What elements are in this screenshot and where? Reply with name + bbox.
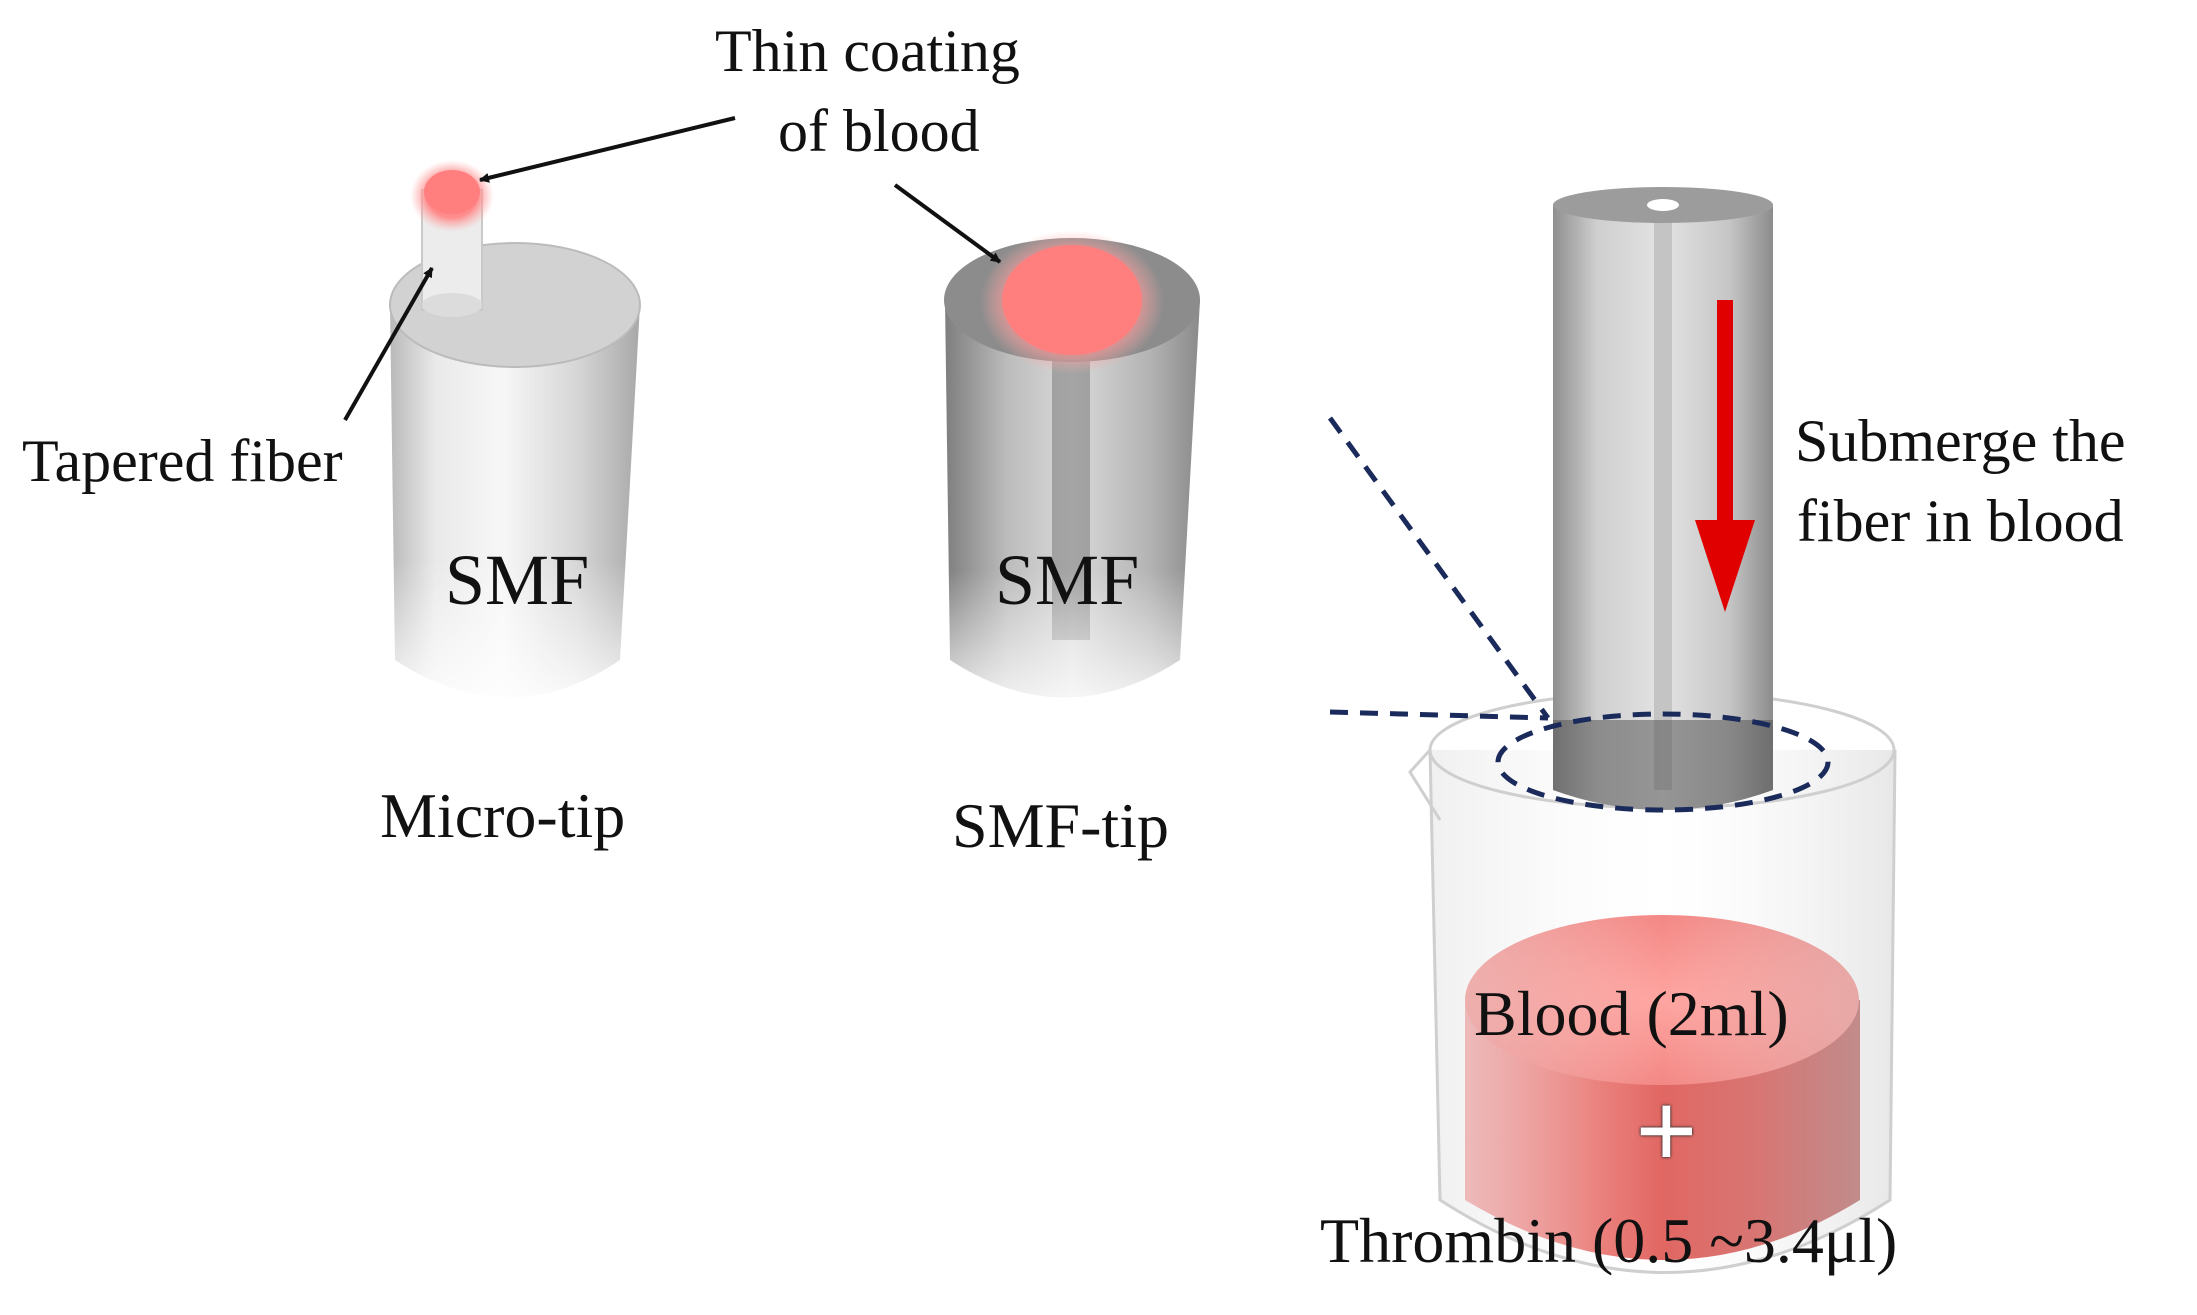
label-smf-tip: SMF-tip (952, 790, 1169, 861)
label-of-blood: of blood (778, 98, 980, 164)
zoom-indicator (1327, 416, 1831, 813)
label-micro-tip: Micro-tip (380, 780, 626, 851)
label-submerge-line1: Submerge the (1795, 408, 2126, 474)
micro-tip-fiber (389, 160, 641, 700)
label-smf-left: SMF (445, 540, 590, 620)
label-tapered-fiber: Tapered fiber (22, 428, 343, 494)
submerge-arrow (1695, 300, 1755, 612)
label-submerge-line2: fiber in blood (1797, 488, 2124, 554)
label-plus: + (1635, 1070, 1698, 1192)
annotation-arrows (343, 116, 1002, 421)
label-smf-middle: SMF (995, 540, 1140, 620)
label-thrombin: Thrombin (0.5 ~3.4μl) (1320, 1205, 1898, 1276)
label-blood: Blood (2ml) (1474, 978, 1789, 1049)
right-fiber (1553, 187, 1773, 810)
smf-tip-fiber (944, 230, 1200, 710)
beaker (1408, 690, 1897, 1274)
label-thin-coating: Thin coating (715, 18, 1020, 84)
